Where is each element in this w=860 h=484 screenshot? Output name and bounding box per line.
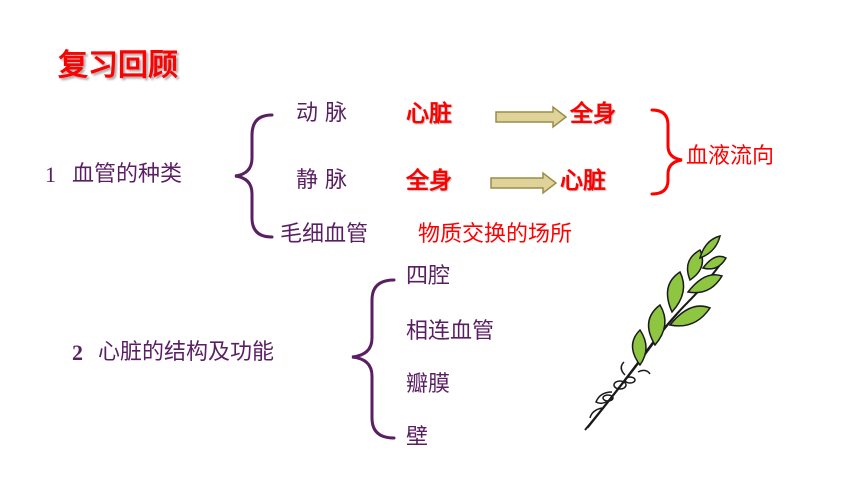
artery-to: 全身 [570, 101, 616, 127]
capillary-label: 毛细血管 [280, 222, 369, 247]
heart-item-valves: 瓣膜 [406, 372, 451, 397]
artery-label: 动 脉 [296, 101, 347, 126]
heart-item-chambers: 四腔 [406, 264, 451, 289]
plant-sprig-illustration [584, 234, 728, 431]
page-title: 复习回顾 [58, 48, 178, 83]
section-1-number: 1 [45, 162, 56, 187]
heart-item-vessels: 相连血管 [406, 319, 495, 344]
capillary-description: 物质交换的场所 [418, 222, 573, 247]
brace-vessel-types [234, 113, 274, 239]
heart-item-wall: 壁 [406, 425, 429, 450]
arrow-vein [490, 171, 558, 195]
brace-heart-structure [351, 278, 396, 440]
vein-to: 心脏 [560, 168, 606, 194]
vein-label: 静 脉 [296, 168, 347, 193]
section-1-label: 血管的种类 [72, 162, 183, 187]
section-2-label: 心脏的结构及功能 [98, 340, 275, 365]
artery-from: 心脏 [406, 101, 452, 127]
brace-blood-flow [650, 108, 683, 196]
arrow-artery [495, 105, 568, 129]
section-2-number: 2 [72, 340, 83, 365]
blood-flow-label: 血液流向 [686, 144, 775, 169]
vein-from: 全身 [406, 168, 452, 194]
